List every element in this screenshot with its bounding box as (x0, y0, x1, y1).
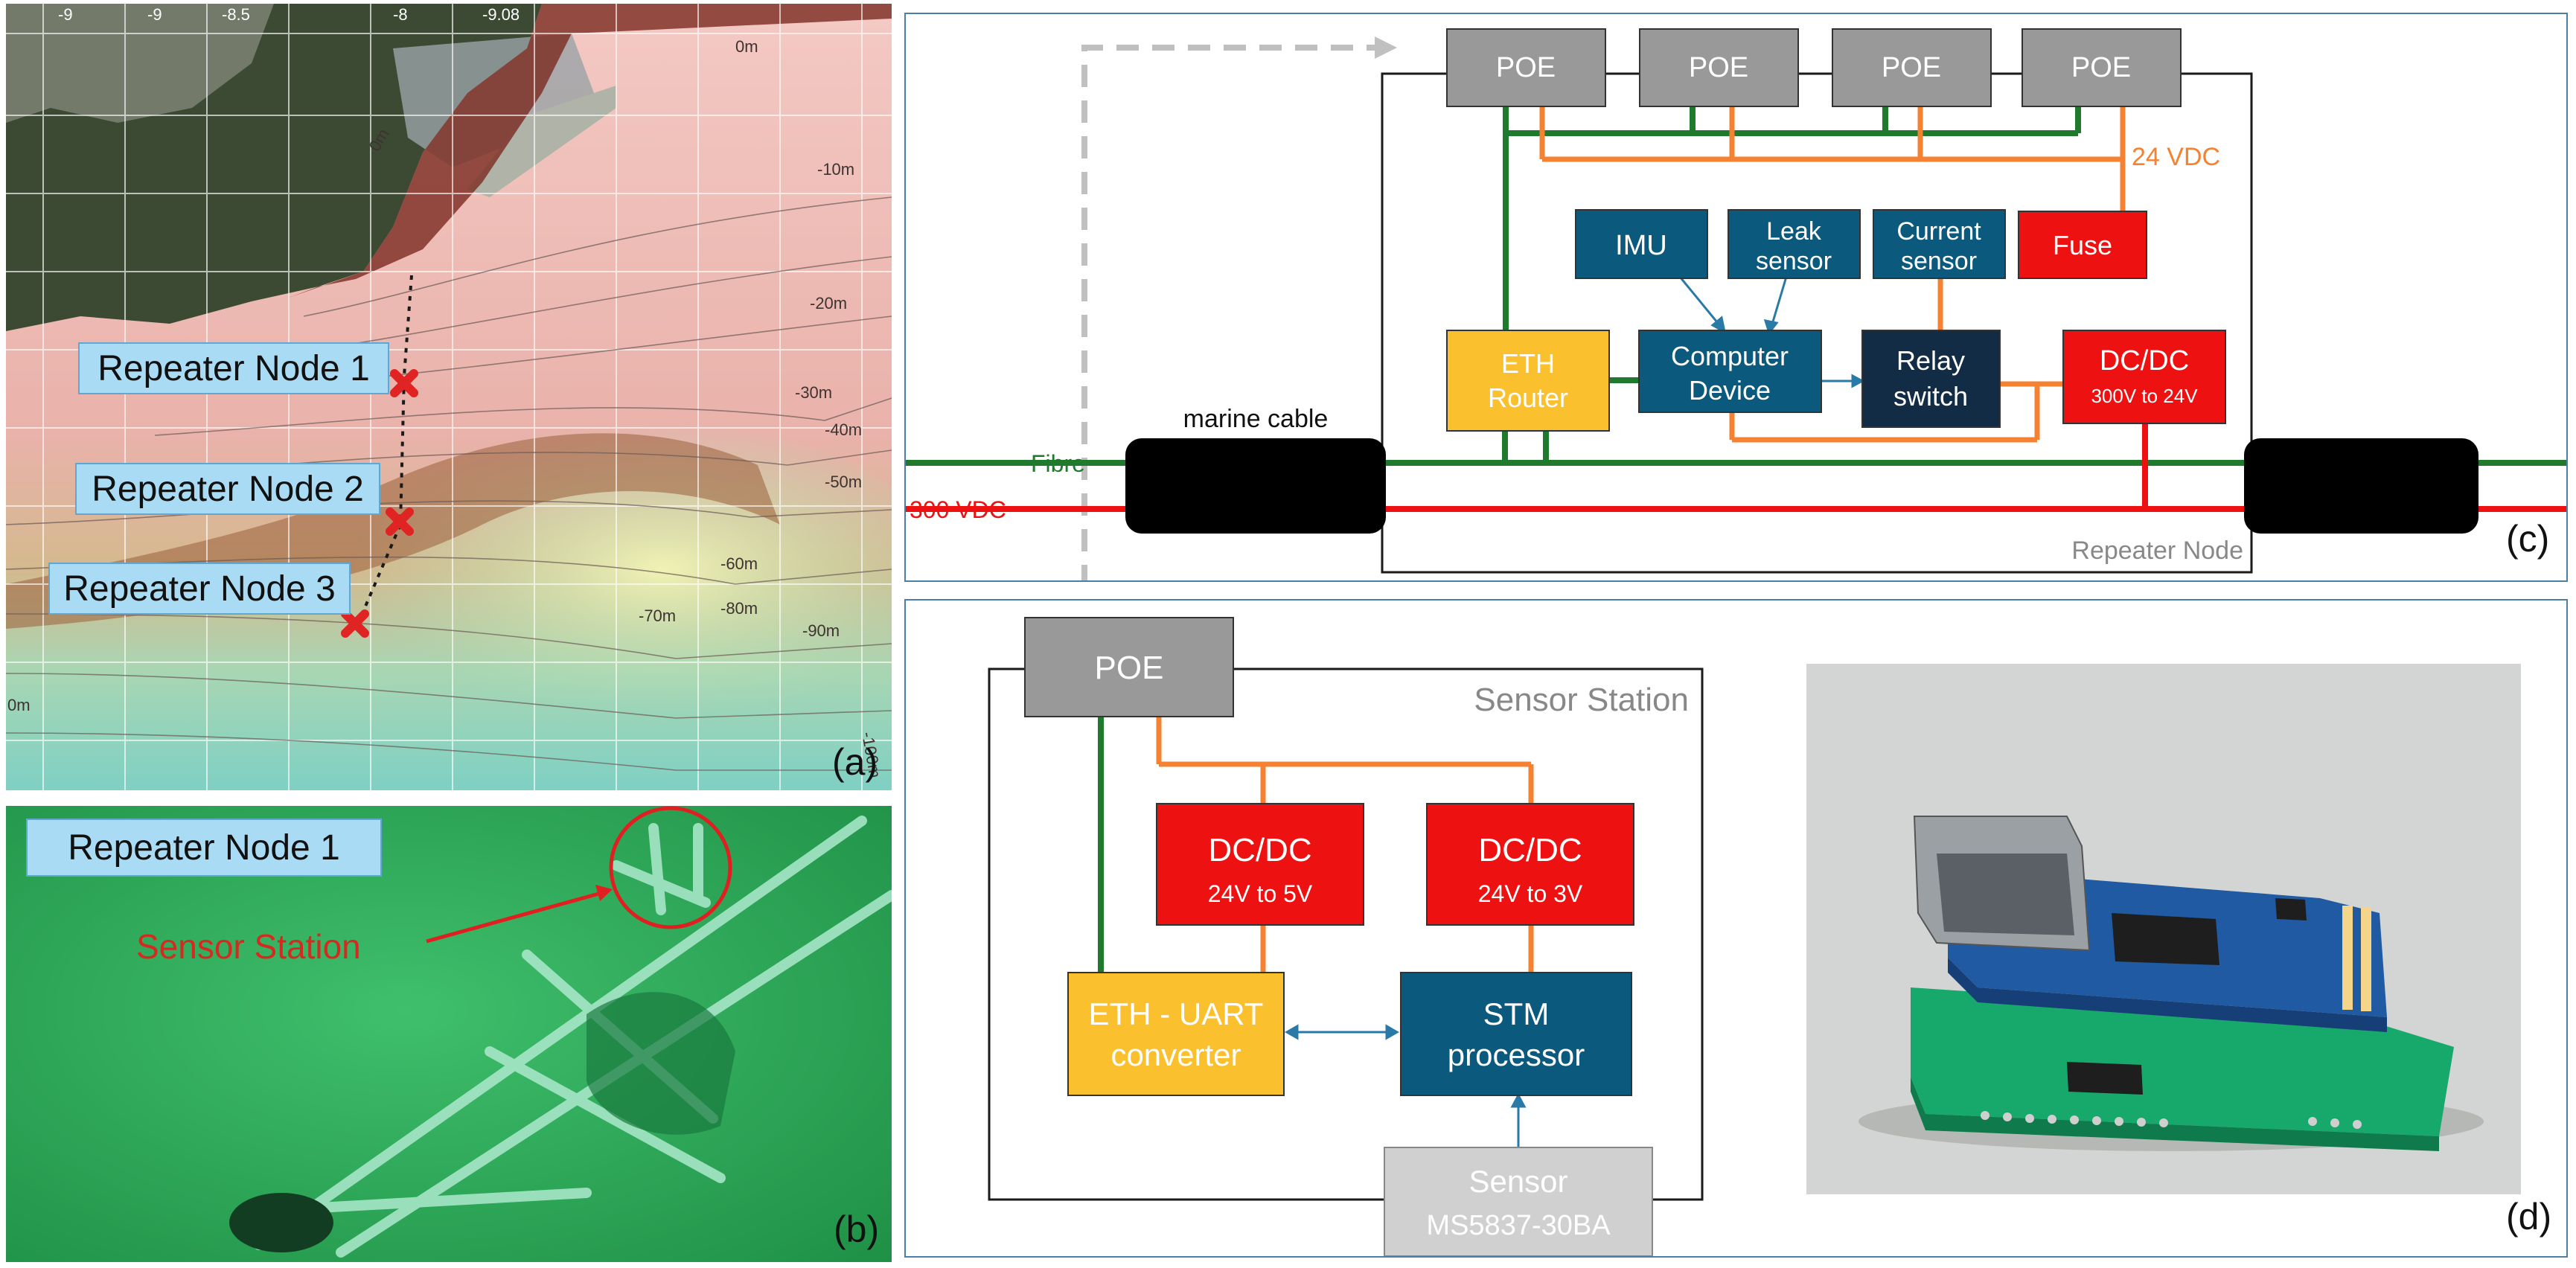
svg-text:STM: STM (1483, 996, 1550, 1031)
eth-uart-converter-block: ETH - UART converter (1067, 972, 1285, 1096)
node-marker-1 (390, 369, 418, 397)
node-label-3: Repeater Node 3 (48, 563, 351, 615)
dashed-link (1081, 45, 1375, 766)
poe-box-4: POE (2022, 28, 2182, 107)
depth-label: -60m (720, 554, 758, 573)
dcdc-5v-block: DC/DC 24V to 5V (1156, 803, 1364, 926)
depth-label: 0m (7, 696, 31, 714)
callout-arrow (426, 891, 602, 944)
stm-processor-block: STM processor (1400, 972, 1632, 1096)
fibre-label: Fibre (1031, 450, 1085, 477)
map-top-tick: -8 (393, 5, 408, 24)
svg-text:24V to 5V: 24V to 5V (1208, 880, 1313, 907)
sensor-station-diagram: POE Sensor Station DC/DC 24V to 5V DC/DC… (988, 617, 2551, 1257)
svg-text:300V to 24V: 300V to 24V (2091, 385, 2198, 407)
depth-label: -80m (720, 599, 758, 618)
svg-text:Computer: Computer (1671, 341, 1789, 371)
svg-text:POE: POE (2071, 52, 2131, 83)
repeater-node-diagram-panel: POE POE POE POE 24 VDC IMU Leak sensor (904, 13, 2568, 766)
svg-text:Leak: Leak (1766, 217, 1822, 246)
svg-text:processor: processor (1448, 1037, 1585, 1072)
current-sensor-block: Current sensor (1873, 209, 2006, 279)
svg-text:ETH: ETH (1501, 348, 1555, 379)
sensor-station-outline (988, 667, 1704, 1201)
repeater-node-outline (1381, 72, 2253, 574)
svg-text:Device: Device (1689, 375, 1771, 406)
relay-switch-block: Relay switch (1861, 330, 2001, 428)
panel-label-d: (d) (2506, 1196, 2551, 1237)
depth-label: -50m (825, 473, 862, 491)
poe-box-3: POE (1832, 28, 1992, 107)
svg-text:Relay: Relay (1896, 345, 1965, 376)
marine-cable-right (2244, 438, 2478, 534)
sensor-station-highlight (609, 806, 732, 929)
svg-text:ETH - UART: ETH - UART (1089, 996, 1264, 1031)
svg-text:Router: Router (1488, 382, 1568, 413)
imu-block: IMU (1575, 209, 1708, 279)
svg-text:MS5837-30BA: MS5837-30BA (1426, 1210, 1611, 1241)
node-label-2: Repeater Node 2 (75, 463, 380, 515)
svg-text:sensor: sensor (1901, 247, 1977, 275)
panel-label-c: (c) (2506, 518, 2549, 560)
node-marker-3 (341, 609, 369, 638)
node-label-1: Repeater Node 1 (78, 342, 389, 394)
cable-route (354, 275, 413, 630)
map-top-tick: -8.5 (222, 5, 250, 24)
svg-text:sensor: sensor (1756, 247, 1832, 275)
depth-label: -30m (795, 383, 832, 402)
computer-device-block: Computer Device (1638, 330, 1822, 413)
pcb-photo (1806, 664, 2521, 1194)
map-top-tick: -9 (58, 5, 73, 24)
panel-label-a: (a) (832, 741, 878, 783)
vdc300-label: 300 VDC (910, 496, 1006, 523)
eth-router-block: ETH Router (1446, 330, 1610, 432)
underwater-photo-panel: Sensor Station Repeater Node 1 (b) (6, 806, 892, 1262)
svg-text:converter: converter (1110, 1037, 1241, 1072)
marine-cable-label: marine cable (1183, 405, 1329, 433)
node-marker-2 (386, 507, 414, 536)
depth-label: 0m (735, 37, 758, 56)
bathymetry-map: -9 -9 -8.5 -8 -9.08 0m 0m -10m -20m -30m… (6, 4, 892, 790)
bathymetry-map-panel: -9 -9 -8.5 -8 -9.08 0m 0m -10m -20m -30m… (6, 4, 892, 790)
depth-label: -20m (810, 294, 847, 313)
svg-text:POE: POE (1095, 650, 1164, 686)
label-24vdc: 24 VDC (2132, 143, 2220, 171)
poe-box: POE (1024, 617, 1234, 717)
sensor-station-callout: Sensor Station (136, 927, 361, 966)
photo-node-label: Repeater Node 1 (26, 819, 382, 877)
fuse-block: Fuse (2018, 211, 2147, 279)
panel-label-b: (b) (834, 1208, 880, 1250)
repeater-node-diagram: POE POE POE POE 24 VDC IMU Leak sensor (906, 28, 2566, 766)
svg-text:Current: Current (1896, 217, 1981, 246)
depth-label: -10m (817, 160, 854, 179)
map-top-tick: -9 (147, 5, 162, 24)
depth-label: -90m (802, 621, 840, 640)
marine-cable-left (1125, 438, 1386, 534)
sensor-station-caption: Sensor Station (1474, 682, 1689, 718)
leak-sensor-block: Leak sensor (1728, 209, 1861, 279)
dcdc-3v-block: DC/DC 24V to 3V (1426, 803, 1634, 926)
svg-text:POE: POE (1882, 52, 1941, 83)
svg-text:IMU: IMU (1615, 230, 1667, 261)
poe-box-1: POE (1446, 28, 1606, 107)
map-top-tick: -9.08 (482, 5, 520, 24)
svg-text:switch: switch (1893, 381, 1968, 412)
svg-text:Fuse: Fuse (2053, 230, 2112, 260)
poe-box-2: POE (1639, 28, 1799, 107)
svg-text:DC/DC: DC/DC (1478, 832, 1582, 868)
svg-text:POE: POE (1689, 52, 1748, 83)
svg-text:POE: POE (1496, 52, 1556, 83)
depth-label: -70m (639, 606, 676, 625)
pressure-sensor-block: Sensor MS5837-30BA (1384, 1147, 1653, 1257)
svg-text:24V to 3V: 24V to 3V (1478, 880, 1583, 907)
dcdc-300-24-block: DC/DC 300V to 24V (2062, 330, 2226, 424)
sensor-station-panel: POE Sensor Station DC/DC 24V to 5V DC/DC… (904, 599, 2568, 1258)
repeater-node-caption: Repeater Node (2071, 537, 2243, 565)
svg-text:DC/DC: DC/DC (2100, 345, 2189, 377)
underwater-photo: Sensor Station (6, 806, 892, 1262)
svg-text:DC/DC: DC/DC (1208, 832, 1311, 868)
depth-label: -40m (825, 420, 862, 439)
svg-text:Sensor: Sensor (1468, 1164, 1567, 1199)
